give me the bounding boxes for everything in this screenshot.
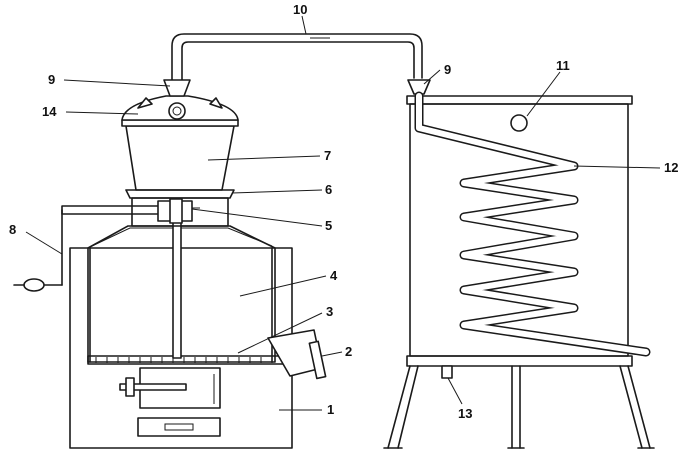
label-2: 2 [345,344,352,359]
pressure-gauge [168,102,186,120]
label-10: 10 [293,2,307,17]
label-3: 3 [326,304,333,319]
label-6: 6 [325,182,332,197]
label-9-left: 9 [48,72,55,87]
label-12: 12 [664,160,678,175]
label-11: 11 [556,58,570,73]
upper-pot [121,119,239,191]
label-5: 5 [325,218,332,233]
part-labels: 1 2 3 4 5 6 7 8 9 9 10 11 12 13 14 [9,2,678,421]
drain-outlet [267,329,327,380]
condenser-legs [383,365,655,449]
cooling-coil [414,91,651,357]
funnel-left [163,79,191,97]
flange-ring [125,189,235,227]
label-1: 1 [327,402,334,417]
leader-lines [25,15,661,411]
stirrer-shaft [172,207,182,359]
label-7: 7 [324,148,331,163]
drive-gear [157,198,200,224]
label-9-right: 9 [444,62,451,77]
label-8: 8 [9,222,16,237]
crank-handle [13,205,163,292]
water-inlet-port [510,114,528,132]
vapor-pipe [171,33,423,81]
drain-valve [441,365,453,379]
label-14: 14 [42,104,57,119]
label-4: 4 [330,268,338,283]
label-13: 13 [458,406,472,421]
